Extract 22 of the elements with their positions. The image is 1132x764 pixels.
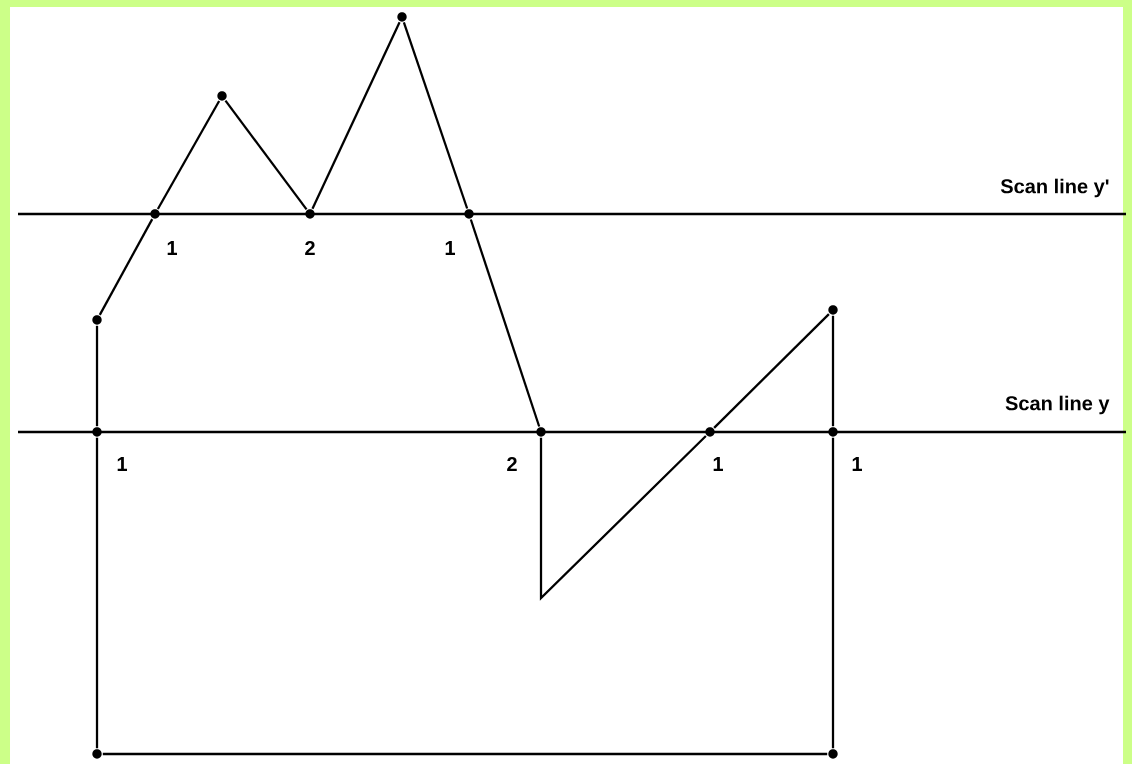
scan-line-label: Scan line y xyxy=(1005,395,1110,415)
polygon-edge xyxy=(98,218,154,316)
scan-line-label: Scan line y' xyxy=(1000,178,1109,198)
polygon-edge xyxy=(469,219,541,427)
polygon-edge xyxy=(102,752,828,756)
vertex-count: 1 xyxy=(852,457,862,471)
polygon-edge xyxy=(402,22,469,209)
polygon-edge xyxy=(224,99,308,211)
vertex-count: 2 xyxy=(305,241,315,255)
polygon-edge xyxy=(831,315,835,427)
polygon-edge xyxy=(539,435,707,601)
polygon-edge xyxy=(95,437,99,749)
polygon-edge xyxy=(156,100,221,210)
polygon-edge xyxy=(713,313,830,429)
vertex-count: 1 xyxy=(445,241,455,255)
vertex-count: 1 xyxy=(167,241,177,255)
polygon-edge xyxy=(311,21,401,210)
polygon-edge xyxy=(831,437,835,749)
vertex-count: 1 xyxy=(713,457,723,471)
vertex-count: 1 xyxy=(117,457,127,471)
vertex-count: 2 xyxy=(507,457,517,471)
polygon-edge xyxy=(95,325,99,427)
